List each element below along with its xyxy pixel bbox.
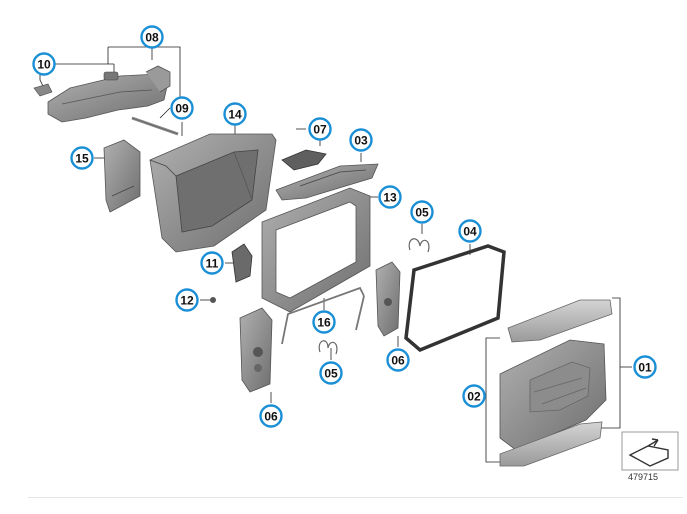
callout-12: 12: [175, 288, 199, 312]
part-clip-lower: [318, 340, 338, 355]
callout-02: 02: [462, 384, 486, 408]
callout-label: 10: [37, 58, 51, 72]
part-frame: [261, 187, 371, 313]
part-handle-carrier: [33, 65, 179, 136]
callout-10: 10: [32, 52, 56, 76]
part-clip-upper: [408, 238, 430, 253]
callout-03: 03: [349, 128, 373, 152]
callout-label: 02: [467, 390, 481, 404]
callout-16: 16: [312, 310, 336, 334]
part-wire-bracket: [281, 286, 365, 345]
callout-label: 05: [324, 367, 338, 381]
callout-label: 11: [206, 257, 219, 271]
callout-07: 07: [308, 117, 332, 141]
callout-label: 07: [313, 123, 327, 137]
callout-label: 13: [383, 191, 397, 205]
callout-13: 13: [378, 185, 402, 209]
callout-05-lower: 05: [319, 361, 343, 385]
bottom-divider: [28, 497, 683, 498]
part-side-cover: [103, 139, 141, 213]
callout-06-right: 06: [386, 348, 410, 372]
part-lid-assembly: [499, 299, 613, 467]
callout-label: 15: [75, 152, 89, 166]
callout-label: 14: [228, 108, 242, 122]
callout-label: 01: [638, 361, 652, 375]
callout-01: 01: [633, 355, 657, 379]
callout-label: 09: [175, 102, 189, 116]
callout-05-upper: 05: [410, 200, 434, 224]
callout-label: 04: [463, 225, 477, 239]
callout-label: 12: [180, 294, 194, 308]
callout-label: 08: [145, 31, 159, 45]
callout-15: 15: [70, 146, 94, 170]
part-inner-housing: [149, 133, 277, 253]
part-latch-block: [231, 243, 253, 283]
callout-label: 03: [354, 134, 368, 148]
callout-label: 05: [415, 206, 429, 220]
callout-14: 14: [223, 102, 247, 126]
diagram-id-number: 479715: [628, 472, 659, 482]
part-small-cover: [281, 149, 327, 171]
part-hinge-plate-left: [239, 307, 273, 393]
part-hinge-plate-right: [375, 261, 401, 337]
callout-08: 08: [140, 25, 164, 49]
orientation-arrow-icon: [621, 431, 679, 471]
part-screw: [210, 297, 216, 303]
callout-11: 11: [200, 251, 224, 275]
callout-09: 09: [170, 96, 194, 120]
callout-label: 16: [317, 316, 331, 330]
callout-label: 06: [391, 354, 405, 368]
callout-04: 04: [458, 219, 482, 243]
part-lock-bar: [275, 163, 379, 201]
callout-06-left: 06: [259, 404, 283, 428]
part-gasket: [404, 244, 506, 353]
callout-label: 06: [264, 410, 278, 424]
